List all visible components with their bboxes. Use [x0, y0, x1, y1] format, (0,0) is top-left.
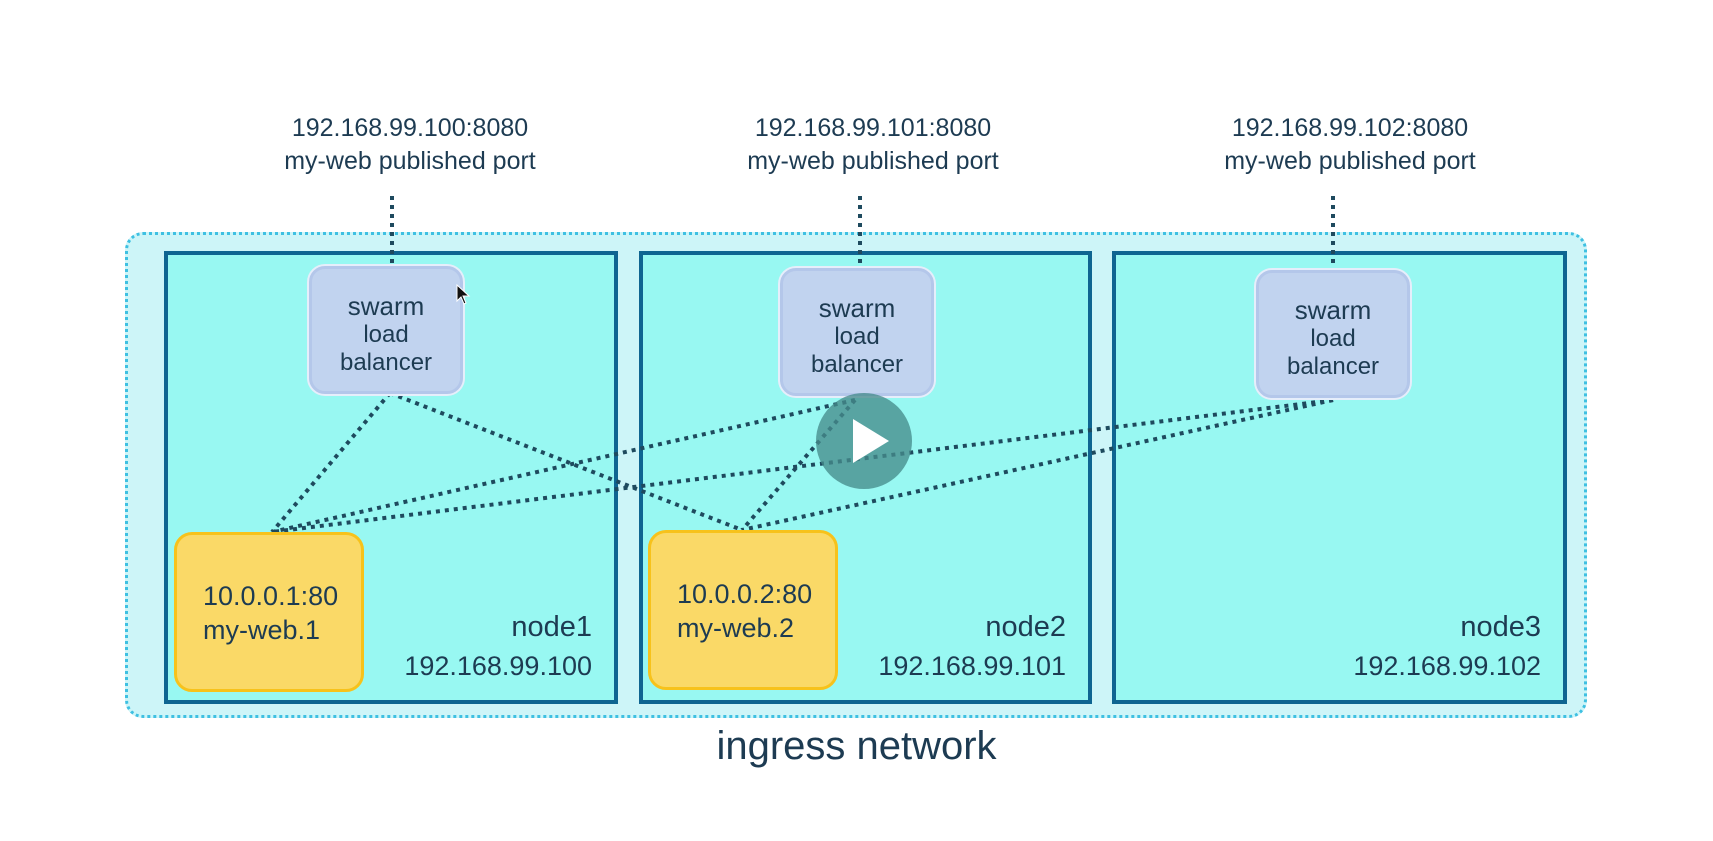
link-lb3-task1 [271, 398, 1334, 534]
swarm-load-balancer-node3: swarm load balancer [1256, 270, 1410, 398]
node-name: node2 [985, 611, 1066, 643]
task-address: 10.0.0.1:80 [203, 581, 339, 611]
link-lb1-task2 [389, 391, 743, 532]
node-ip: 192.168.99.100 [404, 651, 592, 681]
task-my-web-2: 10.0.0.2:80 my-web.2 [648, 530, 838, 690]
lb-line2: load [1310, 325, 1356, 352]
node-name: node3 [1460, 611, 1541, 643]
published-port-address: 192.168.99.101:8080 [754, 114, 992, 142]
lb-line2: load [834, 323, 880, 350]
published-port-node2: 192.168.99.101:8080 my-web published por… [713, 112, 1033, 178]
node-ip: 192.168.99.102 [1353, 651, 1541, 681]
lb-line1: swarm [347, 291, 425, 321]
published-port-address: 192.168.99.100:8080 [291, 114, 529, 142]
lb-line3: balancer [810, 351, 904, 378]
node3-box: node3 192.168.99.102 [1112, 251, 1567, 704]
published-port-caption: my-web published port [284, 147, 536, 175]
swarm-load-balancer-node1: swarm load balancer [309, 266, 463, 394]
published-port-caption: my-web published port [747, 147, 999, 175]
link-lb2-task1 [271, 398, 856, 534]
task-address: 10.0.0.2:80 [677, 579, 813, 609]
link-lb1-task1 [270, 391, 392, 534]
ingress-network-label: ingress network [716, 724, 997, 768]
lb-line3: balancer [339, 349, 433, 376]
node-ip: 192.168.99.101 [878, 651, 1066, 681]
published-port-caption: my-web published port [1224, 147, 1476, 175]
task-name: my-web.1 [203, 615, 321, 645]
play-icon[interactable] [816, 393, 912, 489]
lb-line1: swarm [818, 293, 896, 323]
lb-line2: load [363, 321, 409, 348]
swarm-load-balancer-node2: swarm load balancer [780, 268, 934, 396]
task-name: my-web.2 [677, 613, 795, 643]
play-triangle [853, 419, 889, 463]
link-lb3-task2 [741, 398, 1334, 532]
lb-line1: swarm [1294, 295, 1372, 325]
lb-line3: balancer [1286, 353, 1380, 380]
cursor-icon [456, 284, 471, 305]
published-port-address: 192.168.99.102:8080 [1231, 114, 1469, 142]
published-port-node3: 192.168.99.102:8080 my-web published por… [1190, 112, 1510, 178]
task-my-web-1: 10.0.0.1:80 my-web.1 [174, 532, 364, 692]
published-port-node1: 192.168.99.100:8080 my-web published por… [250, 112, 570, 178]
node-name: node1 [511, 611, 592, 643]
